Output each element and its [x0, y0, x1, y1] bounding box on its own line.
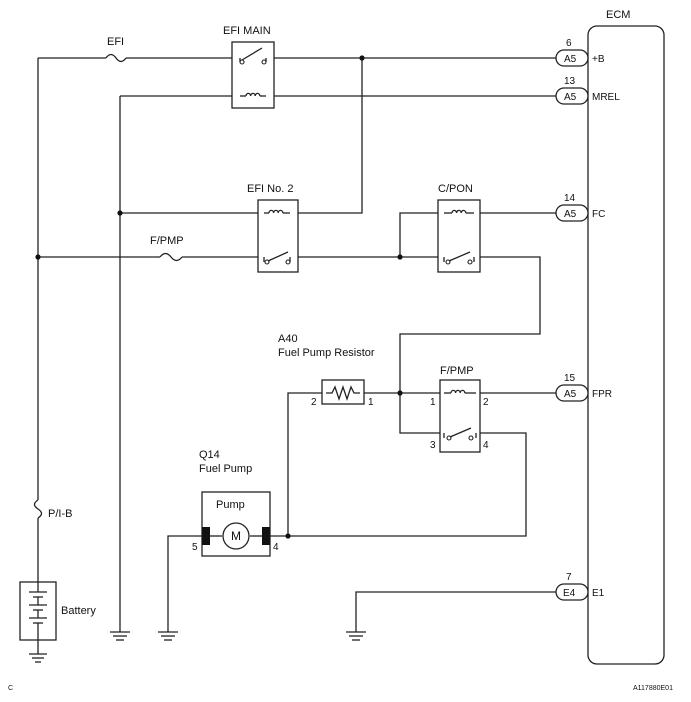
terminal-name: E1: [592, 588, 605, 599]
ground-icon: [158, 631, 178, 641]
junction-dot: [397, 390, 403, 396]
wire-fpmp-relay-to-pump: [270, 432, 527, 537]
terminal-name: +B: [592, 54, 605, 65]
battery: [19, 581, 57, 654]
resistor-pin-right: 1: [368, 397, 374, 408]
pib-fusible-link-symbol: [33, 499, 43, 519]
pump-code: Q14: [199, 449, 220, 461]
ecm-terminal-fc: A5 14 FC: [555, 193, 605, 222]
ecm-terminal-mrel: A5 13 MREL: [555, 76, 620, 105]
efi-no2-switch-blade: [267, 251, 289, 262]
ground-symbols: [29, 631, 366, 663]
terminal-pin: 13: [564, 76, 576, 87]
terminal-name: FPR: [592, 389, 612, 400]
fpmp-relay-pin-3: 3: [430, 440, 436, 451]
pump-pin-left: 5: [192, 542, 198, 553]
battery-label: Battery: [61, 605, 96, 617]
wire-efi-no2-coil: [290, 58, 363, 214]
wire-cpon-coil-in: [399, 212, 444, 257]
cpon-coil: [451, 209, 467, 214]
junction-dot: [285, 533, 291, 539]
fpmp-relay: [439, 379, 481, 453]
pump-box-label: Pump: [216, 499, 245, 511]
efi-fuse-symbol: [105, 53, 127, 63]
wire-fpmp-relay-bypass: [399, 393, 444, 434]
cpon-label: C/PON: [438, 183, 473, 195]
footer-figure-id: A117880E01: [633, 685, 673, 692]
junction-dot: [359, 55, 365, 61]
pump-pin-right: 4: [273, 542, 279, 553]
connector-oval: [555, 384, 589, 402]
motor-letter: M: [231, 529, 241, 543]
connector-code: E4: [563, 588, 576, 599]
fpmp-relay-pin-2: 2: [483, 397, 489, 408]
junction-dot: [35, 254, 41, 260]
resistor-zigzag: [326, 384, 360, 402]
efi-no2-coil: [268, 209, 284, 214]
pib-fuse-label: P/I-B: [48, 508, 72, 520]
junction-dot: [117, 210, 123, 216]
cpon-relay: [437, 199, 481, 273]
terminal-pin: 14: [564, 193, 576, 204]
pump-name: Fuel Pump: [199, 463, 252, 475]
efi-main-label: EFI MAIN: [223, 25, 271, 37]
junction-dots: [35, 55, 403, 539]
efi-main-relay-box: [231, 41, 275, 109]
connector-code: A5: [564, 54, 577, 65]
fpmp-relay-switch-blade: [449, 427, 472, 438]
wire-e1-ground: [355, 591, 556, 632]
efi-fuse-label: EFI: [107, 36, 124, 48]
wire-cpon-out: [399, 256, 541, 393]
fpmp-relay-pin-4: 4: [483, 440, 489, 451]
connector-oval: [555, 204, 589, 222]
resistor-name: Fuel Pump Resistor: [278, 347, 375, 359]
resistor-box: [321, 379, 365, 405]
motor-icon: [222, 522, 250, 550]
cpon-relay-box: [437, 199, 481, 273]
terminal-pin: 15: [564, 373, 576, 384]
resistor-code: A40: [278, 333, 298, 345]
fpmp-fuse-label: F/PMP: [150, 235, 184, 247]
ground-icon: [29, 653, 47, 663]
ecm-terminal-plus-b: A5 6 +B: [555, 38, 605, 67]
connector-oval: [555, 49, 589, 67]
fpmp-fuse-symbol: [159, 252, 183, 262]
efi-main-relay: [231, 41, 275, 109]
ground-icon: [110, 631, 130, 641]
wire-pump-ground: [167, 535, 206, 632]
ground-icon: [346, 631, 366, 641]
fpmp-relay-coil: [450, 389, 466, 394]
fuel-pump: M: [201, 491, 271, 557]
resistor-pin-left: 2: [311, 397, 317, 408]
connector-code: A5: [564, 389, 577, 400]
connector-oval: [555, 87, 589, 105]
efi-main-coil: [245, 92, 261, 97]
efi-no2-label: EFI No. 2: [247, 183, 293, 195]
efi-main-switch-blade: [241, 47, 263, 61]
fpmp-relay-label: F/PMP: [440, 365, 474, 377]
junction-dot: [397, 254, 403, 260]
terminal-name: MREL: [592, 92, 620, 103]
connector-code: A5: [564, 209, 577, 220]
footer-left-code: C: [8, 685, 13, 692]
wire-resistor-to-pump: [287, 392, 322, 536]
fpmp-relay-pin-1: 1: [430, 397, 436, 408]
ecm-box: [587, 25, 665, 665]
connector-code: A5: [564, 92, 577, 103]
ecm-terminal-e1: E4 7 E1: [555, 572, 605, 601]
pump-terminal-left: [202, 527, 210, 545]
terminal-name: FC: [592, 209, 605, 220]
efi-no2-relay: [257, 199, 299, 273]
cpon-switch-blade: [448, 251, 471, 262]
fuel-pump-resistor: [321, 379, 365, 405]
connector-oval: [555, 583, 589, 601]
ecm-terminal-fpr: A5 15 FPR: [555, 373, 612, 402]
pump-terminal-right: [262, 527, 270, 545]
terminal-pin: 6: [566, 38, 572, 49]
wiring: [37, 57, 556, 632]
ecm-title: ECM: [606, 9, 630, 21]
terminal-pin: 7: [566, 572, 572, 583]
